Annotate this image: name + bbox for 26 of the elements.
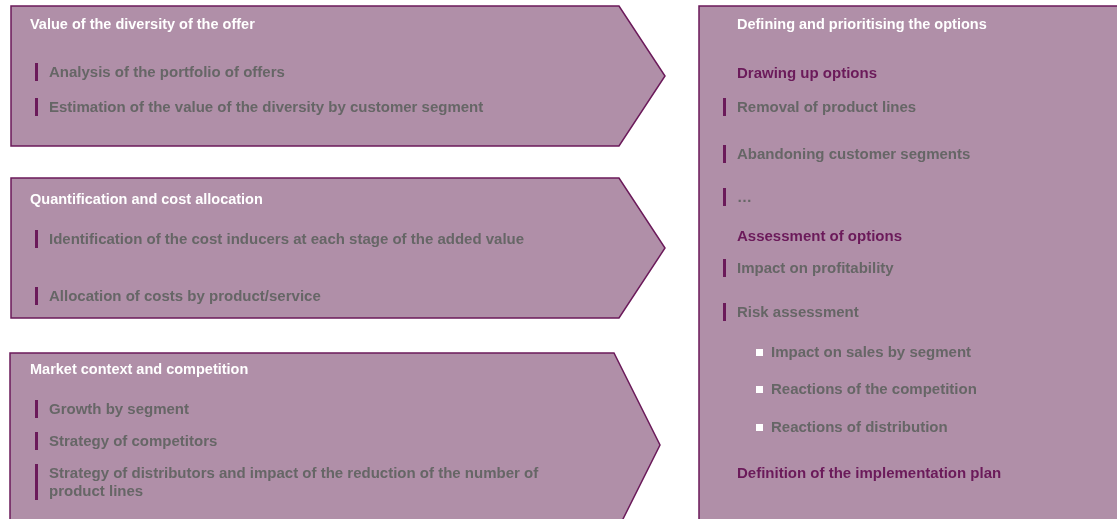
list-item: Analysis of the portfolio of offers (35, 63, 285, 81)
subheading: Definition of the implementation plan (737, 464, 1002, 482)
chevron-box (9, 352, 661, 519)
list-item: Allocation of costs by product/service (35, 287, 321, 305)
list-item: … (723, 188, 752, 206)
list-item: Reactions of distribution (756, 418, 948, 436)
list-item: Growth by segment (35, 400, 190, 418)
list-item: Abandoning customer segments (723, 145, 971, 163)
chevron-box (10, 5, 666, 147)
list-item: Removal of product lines (723, 98, 917, 116)
section-heading: Market context and competition (30, 360, 249, 378)
subheading: Assessment of options (737, 227, 903, 245)
list-item: Strategy of competitors (35, 432, 218, 450)
subheading: Drawing up options (737, 64, 877, 82)
list-item: Strategy of distributors and impact of the reduction of the number of product lines (35, 464, 549, 500)
list-item: Reactions of the competition (756, 380, 977, 398)
chevron-box (10, 177, 666, 319)
section-heading: Quantification and cost allocation (30, 190, 263, 208)
section-heading: Value of the diversity of the offer (30, 15, 255, 33)
panel-box (698, 5, 1117, 519)
section-heading: Defining and prioritising the options (737, 15, 987, 33)
list-item: Estimation of the value of the diversity by customer segment (35, 98, 484, 116)
list-item: Impact on sales by segment (756, 343, 972, 361)
list-item: Impact on profitability (723, 259, 894, 277)
list-item: Identification of the cost inducers at each stage of the added value (35, 230, 525, 248)
list-item: Risk assessment (723, 303, 859, 321)
